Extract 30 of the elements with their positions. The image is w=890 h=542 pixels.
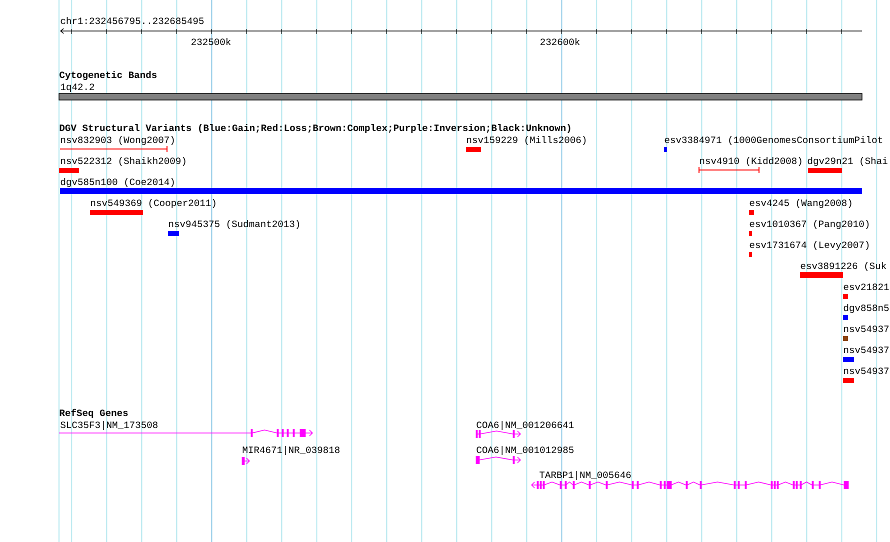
track-heading: RefSeq Genes bbox=[60, 408, 128, 418]
feature-label: esv3891226 (Suk bbox=[800, 262, 886, 271]
feature-label: nsv832903 (Wong2007) bbox=[61, 136, 174, 145]
feature-label: nsv522312 (Shaikh2009) bbox=[61, 157, 186, 166]
feature-label: nsv159229 (Mills2006) bbox=[467, 136, 586, 145]
feature-label: nsv54937 bbox=[844, 326, 889, 332]
feature-label: nsv549369 (Cooper2011) bbox=[91, 199, 216, 208]
gene-label: MIR4671|NR_039818 bbox=[242, 446, 340, 455]
gene-label: TARBP1|NM_005646 bbox=[540, 471, 631, 480]
feature-label: nsv54937 bbox=[844, 368, 889, 374]
feature-label: dgv585n100 (Coe2014) bbox=[60, 178, 174, 187]
feature-label: nsv4910 (Kidd2008) bbox=[700, 157, 802, 166]
feature-label: nsv54937 bbox=[844, 346, 889, 354]
feature-label: esv4245 (Wang2008) bbox=[750, 199, 852, 208]
band-label: 1q42.2 bbox=[60, 84, 94, 92]
ruler-title: chr1:232456795..232685495 bbox=[60, 17, 204, 24]
feature-label: dgv29n21 (Shai bbox=[808, 157, 888, 166]
gene-label: COA6|NM_001012985 bbox=[476, 446, 574, 455]
gene-label: COA6|NM_001206641 bbox=[476, 421, 574, 430]
tick-label: 232500k bbox=[192, 38, 231, 46]
feature-label: esv1010367 (Pang2010) bbox=[750, 220, 869, 229]
tick-label: 232600k bbox=[540, 38, 580, 46]
feature-label: esv1731674 (Levy2007) bbox=[750, 241, 869, 250]
track-heading: DGV Structural Variants (Blue:Gain;Red:Loss;Brown:Complex;Purple:Inversion;Black:Unknown) bbox=[60, 124, 570, 133]
feature-label: nsv945375 (Sudmant2013) bbox=[169, 220, 300, 229]
feature-label: esv21821 bbox=[844, 284, 889, 290]
track-heading: Cytogenetic Bands bbox=[60, 71, 157, 80]
feature-label: dgv858n5 bbox=[844, 304, 889, 313]
feature-label: esv3384971 (1000GenomesConsortiumPilot bbox=[664, 136, 882, 145]
gene-label: SLC35F3|NM_173508 bbox=[60, 421, 158, 430]
